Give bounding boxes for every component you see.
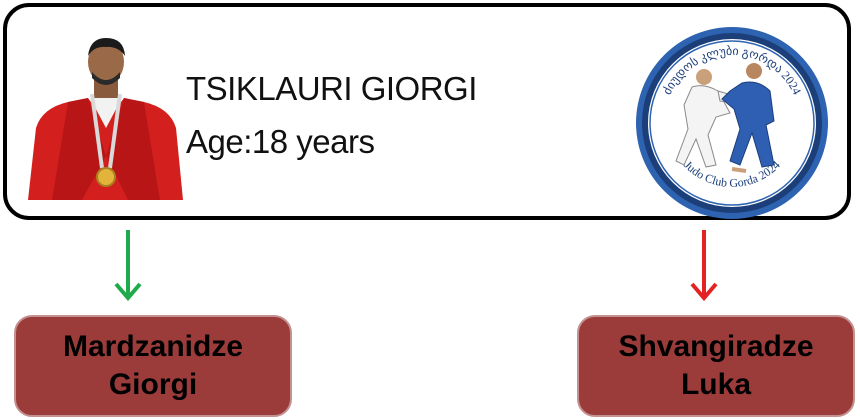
judoka-blue xyxy=(721,63,775,173)
arrow-down-green xyxy=(114,230,142,302)
club-logo: ძიუდოს კლუბი გორდა 2024 Judo Club Gorda … xyxy=(636,27,828,219)
child-node-line2: Giorgi xyxy=(108,368,198,401)
athlete-age: Age:18 years xyxy=(186,123,375,160)
child-node-shvangiradze: Shvangiradze Luka xyxy=(577,315,855,417)
child-node-line1: Shvangiradze xyxy=(618,330,814,363)
athlete-photo xyxy=(28,38,183,200)
athlete-name: TSIKLAURI GIORGI xyxy=(186,70,477,107)
arrow-down-red xyxy=(690,230,718,302)
child-node-line2: Luka xyxy=(680,368,752,401)
child-node-mardzanidze: Mardzanidze Giorgi xyxy=(14,315,292,417)
child-node-line1: Mardzanidze xyxy=(62,330,244,363)
